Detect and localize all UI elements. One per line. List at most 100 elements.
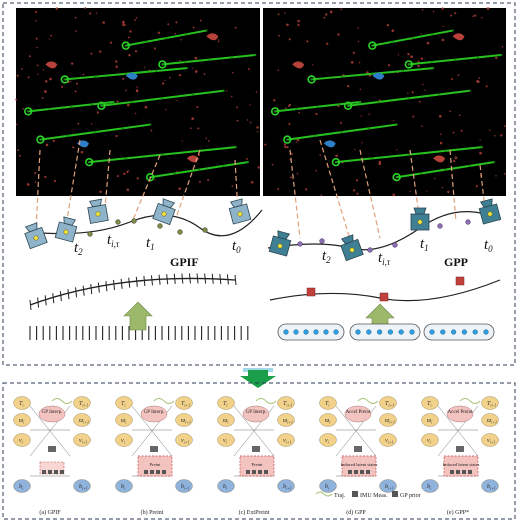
rail-tick: [158, 274, 161, 285]
pointcloud-speck: [284, 12, 286, 14]
node-b-j-label: bi+1: [181, 484, 190, 491]
pointcloud-speck: [125, 24, 127, 26]
pointcloud-speck: [167, 23, 170, 26]
gpif-trajectory-samples: [87, 218, 208, 237]
gp-prior-factor: [456, 446, 464, 452]
pointcloud-speck: [236, 106, 239, 109]
node-w-j: ϖi+1: [175, 413, 193, 427]
gpp-label-t0: t0: [484, 237, 493, 254]
feature-point: [164, 36, 168, 40]
pointcloud-speck: [234, 26, 237, 29]
feature-circle: [121, 41, 131, 50]
node-b-i-sub: i: [430, 486, 431, 491]
pointcloud-speck: [190, 127, 192, 129]
node-T-j-shape: [481, 396, 499, 410]
imu-pill-bg: [349, 323, 421, 341]
gpif-label-t1: t1: [146, 235, 155, 252]
imu-dot: [461, 329, 468, 335]
node-T-j: Ti+1: [277, 396, 295, 410]
rail-tick: [29, 299, 32, 311]
pointcloud-speck: [84, 7, 87, 9]
pointcloud-blob: [323, 140, 336, 148]
feature-point: [453, 58, 457, 61]
pointcloud-speck: [257, 166, 260, 169]
pointcloud-speck: [422, 83, 424, 86]
camera-lens: [24, 222, 38, 233]
pointcloud-speck: [255, 90, 258, 93]
pointcloud-speck: [352, 189, 356, 192]
pointcloud-speck: [450, 78, 453, 81]
subfigure-caption: (e) GPP*: [447, 509, 469, 516]
imu-meas-factor: [156, 470, 160, 474]
imu-dot: [387, 329, 394, 335]
pointcloud-speck: [198, 180, 201, 183]
rail-tick: [181, 273, 184, 284]
feature-point: [91, 103, 94, 106]
pointcloud-speck: [217, 40, 220, 43]
pointcloud-speck: [409, 190, 411, 192]
pointcloud-speck: [98, 50, 102, 53]
feature-point: [207, 58, 210, 61]
pointcloud-speck: [504, 124, 507, 127]
node-v-i-label: vi: [325, 438, 329, 445]
pointcloud-speck: [53, 179, 56, 183]
pointcloud-speck: [148, 69, 151, 71]
node-b-i-sub: i: [328, 486, 329, 491]
feature-point: [407, 63, 410, 66]
gpif-label-t0: t0: [232, 238, 241, 255]
node-b-i-shape: [217, 479, 235, 493]
feature-circle: [60, 75, 70, 84]
feature-point: [407, 97, 410, 100]
node-v-j-sub: i+1: [184, 440, 190, 445]
node-w-i-sub: i: [329, 420, 330, 425]
pointcloud-speck: [129, 30, 132, 33]
gpif-sample-dot: [202, 227, 208, 233]
pointcloud-speck: [125, 89, 127, 92]
pointcloud-speck: [207, 140, 210, 142]
pointcloud-speck: [432, 10, 435, 13]
gpif-sample-dot: [115, 219, 121, 225]
pointcloud-speck: [82, 73, 85, 76]
pointcloud-speck: [407, 92, 409, 94]
preint-box-label: Preint: [150, 462, 161, 467]
pointcloud-speck: [271, 163, 274, 166]
imu-dot: [398, 329, 404, 335]
pointcloud-speck: [357, 27, 359, 29]
feature-circle: [392, 173, 401, 182]
feature-point: [431, 66, 435, 70]
node-v-j-label: vi+1: [181, 438, 189, 445]
rail-tick: [120, 278, 123, 289]
gpp-sample-dot: [319, 238, 325, 244]
pointcloud-speck: [127, 36, 130, 39]
pointcloud-speck: [218, 39, 220, 41]
pointcloud-speck: [296, 138, 300, 142]
pointcloud-speck: [264, 143, 267, 146]
feature-point: [468, 164, 471, 168]
feature-point: [419, 172, 423, 175]
node-T-i-shape: [13, 396, 31, 410]
node-T-j-shape: [379, 396, 397, 410]
feature-point: [368, 127, 371, 130]
pointcloud-speck: [297, 19, 300, 23]
node-w-i-sub: i: [227, 420, 228, 425]
imu-meas-factor: [462, 470, 466, 474]
pointcloud-speck: [417, 64, 420, 68]
feature-point: [337, 103, 341, 106]
pointcloud-speck: [326, 42, 329, 45]
imu-meas-factor: [366, 470, 370, 474]
pointcloud-speck: [449, 110, 452, 113]
imu-meas-factor: [252, 470, 256, 474]
node-w-i-shape: [421, 413, 439, 427]
node-w-i: ϖi: [13, 413, 31, 427]
rail-tick: [67, 289, 70, 300]
imu-dot: [293, 329, 299, 335]
pointcloud-speck: [478, 77, 481, 79]
node-v-j: vi+1: [379, 433, 397, 447]
pointcloud-speck: [115, 65, 118, 68]
pointcloud-speck: [99, 190, 102, 193]
pointcloud-speck: [305, 188, 308, 191]
projection-lines: [35, 139, 487, 247]
subfigure-caption: (d) GPP: [346, 509, 366, 516]
gpif-camera: [24, 222, 48, 250]
imu-meas-factor: [354, 470, 358, 474]
